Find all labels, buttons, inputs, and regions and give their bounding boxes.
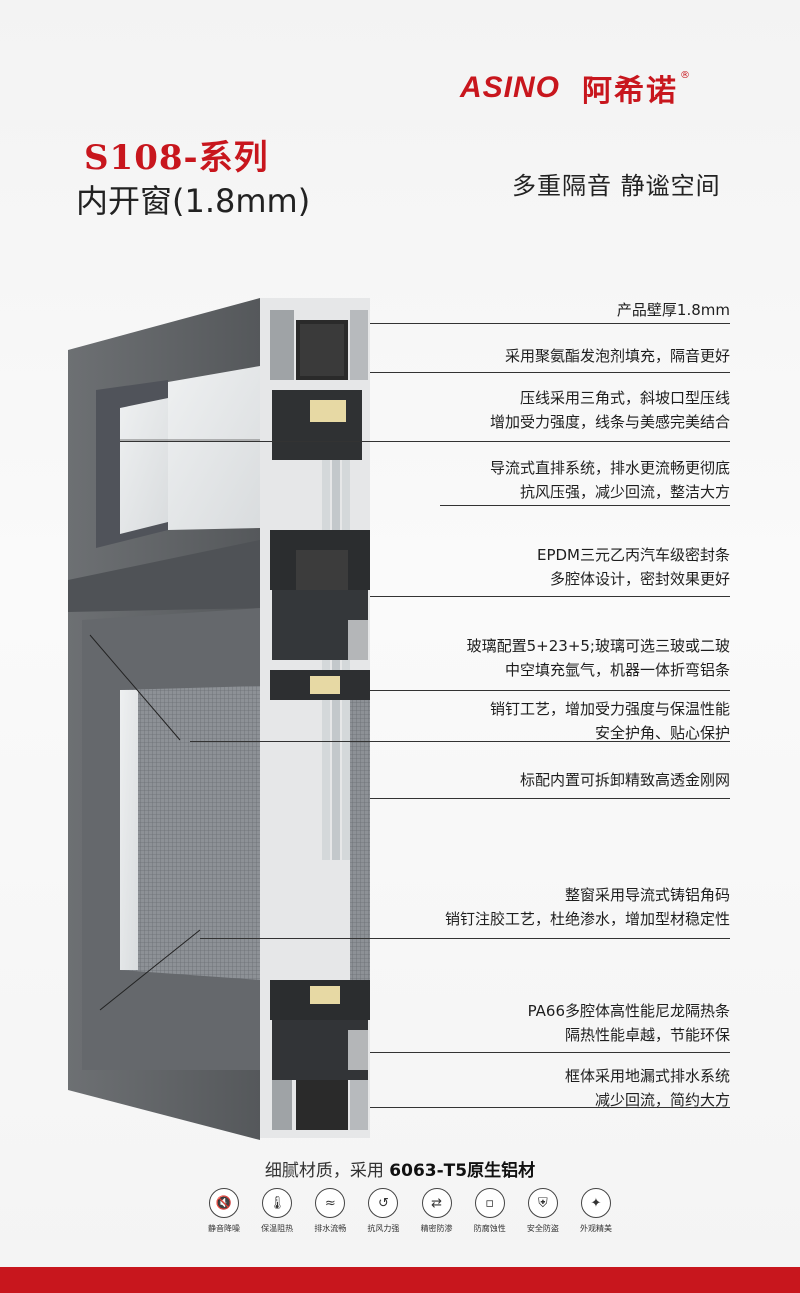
material-statement: 细腻材质，采用 6063-T5原生铝材 — [0, 1156, 800, 1181]
icon-label: 安全防盗 — [526, 1224, 559, 1233]
feature-line: 减少回流，简约大方 — [594, 1091, 730, 1109]
feature-pin-process: 销钉工艺，增加受力强度与保温性能 安全护角、贴心保护 — [490, 697, 730, 745]
seal-arrows-icon: ⇄ — [421, 1188, 452, 1218]
feature-wall-thickness: 产品壁厚1.8mm — [617, 298, 730, 322]
callout-line — [370, 372, 730, 373]
icon-label: 外观精美 — [579, 1224, 612, 1233]
icon-item: ↺ 抗风力强 — [359, 1188, 407, 1234]
feature-line: 整窗采用导流式铸铝角码 — [564, 886, 730, 904]
icon-item: ≈ 排水流畅 — [306, 1188, 354, 1234]
feature-line: PA66多腔体高性能尼龙隔热条 — [527, 1002, 730, 1020]
feature-line: 销钉注胶工艺，杜绝渗水，增加型材稳定性 — [444, 910, 730, 928]
callout-line — [370, 1052, 730, 1053]
icon-item: ⛨ 安全防盗 — [519, 1188, 567, 1234]
callout-line — [370, 690, 730, 691]
icon-label: 精密防渗 — [420, 1224, 453, 1233]
material-prefix: 细腻材质，采用 — [264, 1161, 390, 1181]
product-subtitle: 内开窗(1.8mm) — [76, 182, 311, 220]
bottom-accent-bar — [0, 1267, 800, 1293]
corrosion-icon: ▫ — [474, 1188, 505, 1218]
registered-mark: ® — [680, 70, 691, 81]
callout-line — [370, 596, 730, 597]
feature-line: 采用聚氨酯发泡剂填充，隔音更好 — [504, 347, 730, 365]
icon-label: 静音降噪 — [208, 1224, 240, 1233]
brand-latin-name: ASINO — [460, 71, 561, 104]
feature-foam-fill: 采用聚氨酯发泡剂填充，隔音更好 — [505, 344, 730, 368]
feature-line: 抗风压强，减少回流，整洁大方 — [519, 483, 730, 501]
feature-line: 中空填充氩气，机器一体折弯铝条 — [504, 661, 730, 679]
callout-line — [440, 505, 730, 506]
wind-swirl-icon: ↺ — [368, 1188, 399, 1218]
feature-line: 隔热性能卓越，节能环保 — [564, 1026, 730, 1044]
icon-label: 抗风力强 — [367, 1224, 400, 1233]
callout-line — [120, 441, 730, 442]
thermometer-icon: 🌡 — [262, 1188, 293, 1218]
feature-glass-config: 玻璃配置5+23+5;玻璃可选三玻或二玻 中空填充氩气，机器一体折弯铝条 — [467, 634, 730, 682]
feature-line: 多腔体设计，密封效果更好 — [549, 570, 730, 588]
feature-glazing-bead: 压线采用三角式，斜坡口型压线 增加受力强度，线条与美感完美结合 — [490, 386, 730, 434]
feature-icons-row: 🔇 静音降噪 🌡 保温阻热 ≈ 排水流畅 ↺ 抗风力强 ⇄ 精密防渗 ▫ 防腐蚀… — [200, 1188, 620, 1234]
feature-line: 压线采用三角式，斜坡口型压线 — [519, 389, 730, 407]
icon-label: 保温阻热 — [261, 1224, 294, 1233]
mute-icon: 🔇 — [209, 1188, 239, 1218]
material-highlight: 6063-T5原生铝材 — [389, 1161, 536, 1181]
feature-epdm-seal: EPDM三元乙丙汽车级密封条 多腔体设计，密封效果更好 — [537, 543, 730, 591]
callout-line — [370, 323, 730, 324]
icon-label: 防腐蚀性 — [473, 1224, 506, 1233]
feature-line: EPDM三元乙丙汽车级密封条 — [536, 546, 730, 564]
brand-chinese-name: 阿希诺 — [582, 74, 679, 109]
icon-item: 🌡 保温阻热 — [253, 1188, 301, 1234]
feature-diamond-mesh: 标配内置可拆卸精致高透金刚网 — [520, 768, 730, 792]
feature-floor-drain: 框体采用地漏式排水系统 减少回流，简约大方 — [565, 1064, 730, 1112]
feature-line: 销钉工艺，增加受力强度与保温性能 — [489, 700, 730, 718]
feature-line: 增加受力强度，线条与美感完美结合 — [489, 413, 730, 431]
feature-line: 标配内置可拆卸精致高透金刚网 — [519, 771, 730, 789]
icon-item: 🔇 静音降噪 — [200, 1188, 248, 1234]
window-cross-section-illustration — [68, 298, 370, 1140]
feature-drainage-system: 导流式直排系统，排水更流畅更彻底 抗风压强，减少回流，整洁大方 — [490, 456, 730, 504]
feature-line: 框体采用地漏式排水系统 — [564, 1067, 730, 1085]
series-title: S108-系列 — [84, 138, 269, 178]
icon-label: 排水流畅 — [314, 1224, 347, 1233]
callout-line — [370, 798, 730, 799]
callout-line — [370, 1107, 730, 1108]
callout-line — [200, 938, 730, 939]
feature-pa66-strip: PA66多腔体高性能尼龙隔热条 隔热性能卓越，节能环保 — [528, 999, 730, 1047]
feature-line: 产品壁厚1.8mm — [616, 301, 730, 319]
feature-line: 安全护角、贴心保护 — [594, 724, 730, 742]
feature-corner-connector: 整窗采用导流式铸铝角码 销钉注胶工艺，杜绝渗水，增加型材稳定性 — [445, 883, 730, 931]
water-wave-icon: ≈ — [315, 1188, 346, 1218]
feature-line: 导流式直排系统，排水更流畅更彻底 — [489, 459, 730, 477]
feature-line: 玻璃配置5+23+5;玻璃可选三玻或二玻 — [466, 637, 730, 655]
shield-lock-icon: ⛨ — [527, 1188, 558, 1218]
icon-item: ▫ 防腐蚀性 — [466, 1188, 514, 1234]
icon-item: ⇄ 精密防渗 — [413, 1188, 461, 1234]
brand-logo: ASINO 阿希诺 ® — [460, 68, 691, 109]
slogan: 多重隔音 静谧空间 — [512, 172, 721, 200]
sparkle-window-icon: ✦ — [580, 1188, 611, 1218]
icon-item: ✦ 外观精美 — [572, 1188, 620, 1234]
callout-line — [190, 741, 730, 742]
